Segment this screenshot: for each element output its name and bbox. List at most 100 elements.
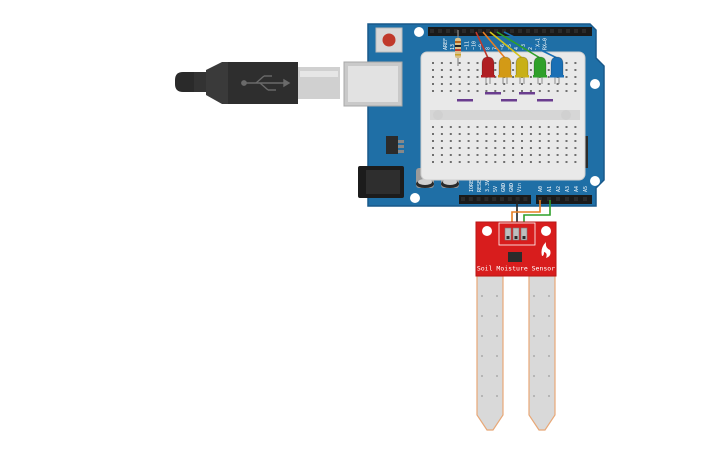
breadboard-hole[interactable]	[565, 83, 568, 85]
breadboard-hole[interactable]	[467, 126, 470, 128]
breadboard-hole[interactable]	[512, 69, 515, 71]
breadboard-hole[interactable]	[467, 90, 470, 92]
breadboard-hole[interactable]	[449, 133, 452, 135]
breadboard-hole[interactable]	[512, 83, 515, 85]
breadboard-hole[interactable]	[529, 76, 532, 78]
breadboard-hole[interactable]	[432, 83, 434, 85]
breadboard-hole[interactable]	[476, 62, 479, 64]
breadboard-hole[interactable]	[503, 83, 506, 85]
header-pin[interactable]	[518, 29, 522, 33]
breadboard-hole[interactable]	[494, 161, 497, 163]
breadboard-hole[interactable]	[565, 154, 568, 156]
led[interactable]	[550, 56, 564, 84]
breadboard-hole[interactable]	[556, 147, 559, 149]
breadboard-hole[interactable]	[521, 126, 523, 128]
breadboard-hole[interactable]	[458, 147, 461, 149]
usb-cable[interactable]	[175, 62, 340, 104]
breadboard-hole[interactable]	[503, 140, 506, 142]
breadboard-hole[interactable]	[547, 154, 550, 156]
breadboard-hole[interactable]	[574, 154, 577, 156]
breadboard-hole[interactable]	[485, 90, 488, 92]
header-pin[interactable]	[515, 197, 520, 201]
breadboard-hole[interactable]	[449, 161, 452, 163]
breadboard-hole[interactable]	[440, 76, 443, 78]
breadboard-hole[interactable]	[529, 126, 532, 128]
header-pin[interactable]	[438, 29, 442, 33]
breadboard-hole[interactable]	[476, 83, 479, 85]
sensor-pin[interactable]	[512, 227, 520, 241]
breadboard-hole[interactable]	[432, 161, 434, 163]
breadboard-hole[interactable]	[521, 90, 523, 92]
header-pin[interactable]	[430, 29, 434, 33]
header-pin[interactable]	[550, 29, 554, 33]
breadboard-hole[interactable]	[538, 161, 541, 163]
breadboard-hole[interactable]	[512, 62, 515, 64]
breadboard-hole[interactable]	[556, 140, 559, 142]
led[interactable]	[515, 56, 529, 84]
breadboard-hole[interactable]	[440, 161, 443, 163]
breadboard-hole[interactable]	[547, 90, 550, 92]
breadboard-hole[interactable]	[458, 76, 461, 78]
breadboard-hole[interactable]	[574, 76, 577, 78]
breadboard-hole[interactable]	[476, 140, 479, 142]
header-pin[interactable]	[547, 197, 551, 201]
breadboard-hole[interactable]	[458, 69, 461, 71]
breadboard-hole[interactable]	[432, 126, 434, 128]
breadboard-hole[interactable]	[574, 147, 577, 149]
sensor-pin[interactable]	[520, 227, 528, 241]
breadboard-hole[interactable]	[440, 154, 443, 156]
breadboard-hole[interactable]	[556, 83, 559, 85]
header-pin[interactable]	[462, 29, 466, 33]
breadboard-hole[interactable]	[529, 62, 532, 64]
breadboard-hole[interactable]	[547, 147, 550, 149]
breadboard-hole[interactable]	[512, 140, 515, 142]
breadboard-hole[interactable]	[538, 90, 541, 92]
breadboard-hole[interactable]	[574, 69, 577, 71]
breadboard-hole[interactable]	[503, 154, 506, 156]
breadboard-hole[interactable]	[467, 161, 470, 163]
breadboard-hole[interactable]	[521, 147, 523, 149]
led-body[interactable]	[498, 56, 512, 77]
breadboard-hole[interactable]	[512, 90, 515, 92]
breadboard-hole[interactable]	[529, 69, 532, 71]
breadboard-hole[interactable]	[476, 133, 479, 135]
breadboard-hole[interactable]	[467, 76, 470, 78]
breadboard-hole[interactable]	[538, 140, 541, 142]
breadboard-hole[interactable]	[547, 83, 550, 85]
soil-moisture-sensor[interactable]: Soil Moisture Sensor	[475, 221, 557, 431]
breadboard-hole[interactable]	[512, 126, 515, 128]
breadboard-hole[interactable]	[458, 62, 461, 64]
breadboard-hole[interactable]	[476, 154, 479, 156]
breadboard-hole[interactable]	[556, 126, 559, 128]
breadboard-hole[interactable]	[494, 154, 497, 156]
breadboard-hole[interactable]	[494, 90, 497, 92]
sensor-pin[interactable]	[504, 227, 512, 241]
header-pin[interactable]	[574, 197, 578, 201]
header-pin[interactable]	[502, 29, 506, 33]
breadboard-hole[interactable]	[538, 83, 541, 85]
breadboard-hole[interactable]	[565, 140, 568, 142]
breadboard-hole[interactable]	[440, 140, 443, 142]
breadboard-hole[interactable]	[529, 154, 532, 156]
breadboard-hole[interactable]	[458, 126, 461, 128]
led-body[interactable]	[550, 56, 564, 77]
breadboard-hole[interactable]	[529, 147, 532, 149]
breadboard-hole[interactable]	[440, 126, 443, 128]
header-pin[interactable]	[446, 29, 450, 33]
breadboard-hole[interactable]	[565, 147, 568, 149]
breadboard-hole[interactable]	[565, 161, 568, 163]
breadboard-hole[interactable]	[494, 83, 497, 85]
breadboard-hole[interactable]	[521, 133, 523, 135]
breadboard-hole[interactable]	[432, 147, 434, 149]
breadboard-hole[interactable]	[449, 69, 452, 71]
breadboard-hole[interactable]	[440, 133, 443, 135]
breadboard-hole[interactable]	[440, 147, 443, 149]
breadboard-hole[interactable]	[547, 133, 550, 135]
header-pin[interactable]	[526, 29, 530, 33]
breadboard-hole[interactable]	[485, 133, 488, 135]
breadboard-hole[interactable]	[432, 62, 434, 64]
breadboard-hole[interactable]	[503, 126, 506, 128]
breadboard-hole[interactable]	[449, 76, 452, 78]
breadboard-hole[interactable]	[476, 90, 479, 92]
breadboard-hole[interactable]	[521, 154, 523, 156]
